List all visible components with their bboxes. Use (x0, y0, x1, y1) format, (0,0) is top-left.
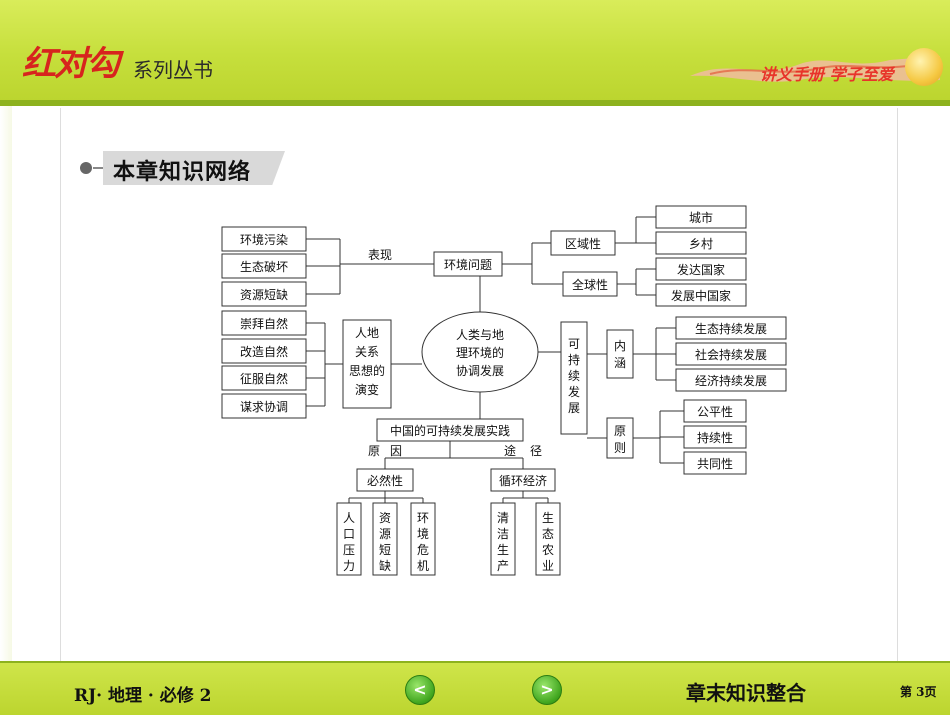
sustainable-node-char: 可 (568, 337, 580, 351)
principle-item: 持续性 (697, 430, 733, 445)
idea-item: 征服自然 (240, 371, 288, 386)
circular-item-char: 生 (497, 543, 509, 557)
course-label: RJ· 地理 · 必修 2 (74, 686, 212, 706)
series-title: 系列丛书 (133, 58, 213, 82)
slogan: 讲义手册 学子至爱 (760, 65, 894, 84)
pollution-item: 生态破坏 (240, 259, 288, 274)
necessity-item-char: 危 (417, 543, 429, 557)
bullet-dash (93, 167, 103, 169)
circular-item-char: 态 (542, 527, 554, 541)
connotation-node-char: 涵 (614, 356, 626, 370)
principle-node-char: 则 (614, 441, 626, 455)
reason-label-char: 因 (390, 444, 402, 458)
necessity-item-char: 短 (379, 543, 391, 557)
necessity-item-char: 力 (343, 559, 355, 573)
connotation-item: 经济持续发展 (695, 373, 767, 388)
pollution-item: 环境污染 (240, 232, 288, 247)
idea-item: 谋求协调 (240, 399, 288, 414)
global-node: 全球性 (572, 277, 608, 292)
environment-problems-node: 环境问题 (444, 257, 492, 272)
principle-item: 共同性 (697, 457, 733, 471)
section-title: 本章知识网络 (113, 160, 252, 185)
regional-item: 乡村 (689, 237, 713, 251)
center-node-line: 协调发展 (456, 363, 504, 378)
relations-node-line: 关系 (355, 345, 379, 359)
circular-item-char: 业 (542, 559, 554, 573)
logo: 红对勾 (22, 44, 120, 84)
necessity-item-char: 人 (343, 511, 355, 525)
regional-node: 区域性 (565, 237, 601, 251)
left-margin (0, 106, 12, 661)
circular-item-char: 洁 (497, 527, 509, 541)
prev-page-button[interactable]: < (405, 675, 435, 705)
flame-decoration-icon (690, 56, 940, 82)
center-node-line: 人类与地 (456, 328, 504, 342)
necessity-item-char: 源 (379, 527, 391, 541)
page-number: 第 3页 (900, 685, 937, 699)
sustainable-node-char: 发 (568, 384, 580, 399)
relations-node-line: 人地 (355, 326, 379, 340)
global-item: 发展中国家 (671, 288, 731, 303)
principle-node-char: 原 (614, 424, 626, 438)
reason-label-char: 原 (368, 444, 380, 458)
way-label-char: 途 (504, 443, 516, 458)
circular-item-char: 农 (542, 543, 554, 557)
center-node-line: 理环境的 (456, 345, 504, 360)
necessity-item-char: 压 (343, 543, 355, 557)
relations-node-line: 思想的 (349, 363, 385, 378)
footer-bar (0, 661, 950, 715)
necessity-item-char: 境 (417, 526, 429, 541)
chapter-summary-label: 章末知识整合 (686, 681, 806, 705)
relations-node-line: 演变 (355, 382, 379, 397)
principle-item: 公平性 (697, 405, 733, 419)
pollution-item: 资源短缺 (240, 287, 288, 302)
edge-label-manifestation: 表现 (368, 248, 392, 262)
global-item: 发达国家 (677, 262, 725, 277)
next-page-button[interactable]: > (532, 675, 562, 705)
connotation-node-char: 内 (614, 339, 626, 353)
necessity-node: 必然性 (367, 473, 403, 488)
sustainable-node-char: 续 (568, 369, 580, 383)
sun-icon (905, 48, 943, 86)
sustainable-node-char: 持 (568, 352, 580, 367)
necessity-item-char: 环 (417, 511, 429, 525)
connotation-item: 社会持续发展 (695, 347, 767, 362)
circular-economy-node: 循环经济 (499, 473, 547, 488)
necessity-item-char: 机 (417, 559, 429, 573)
header-divider (0, 100, 950, 106)
section-title-background (103, 151, 285, 185)
connotation-item: 生态持续发展 (695, 321, 767, 336)
sustainable-node-char: 展 (568, 401, 580, 415)
bullet-icon (80, 162, 92, 174)
circular-item-char: 产 (497, 559, 509, 573)
necessity-item-char: 口 (343, 527, 355, 541)
way-label-char: 径 (530, 444, 542, 458)
regional-item: 城市 (689, 210, 713, 225)
idea-item: 改造自然 (240, 344, 288, 359)
necessity-item-char: 资 (379, 511, 391, 525)
circular-item-char: 清 (497, 511, 509, 525)
necessity-item-char: 缺 (379, 558, 391, 573)
idea-item: 崇拜自然 (240, 316, 288, 331)
circular-item-char: 生 (542, 511, 554, 525)
china-practice-node: 中国的可持续发展实践 (390, 423, 510, 438)
header-bar (0, 0, 950, 100)
